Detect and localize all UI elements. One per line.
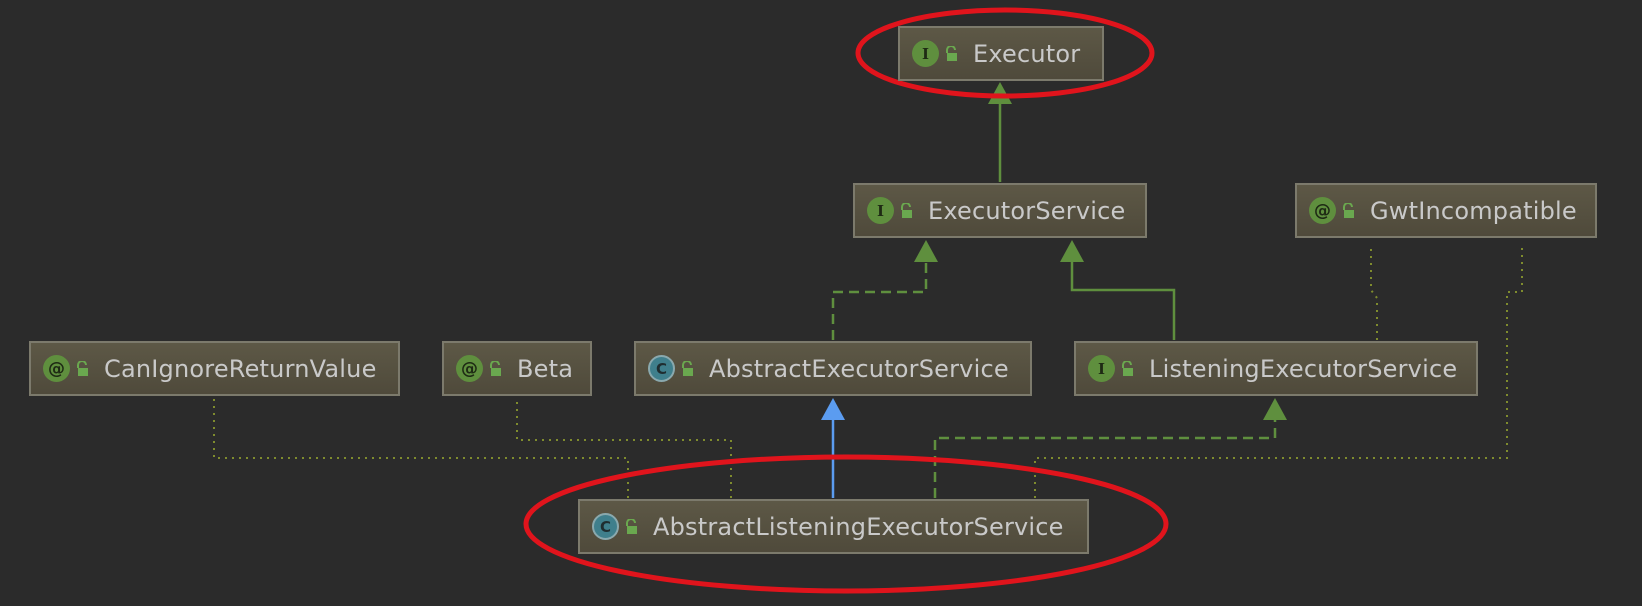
arrowhead-executorservice-right xyxy=(1060,240,1084,262)
class-node-executorservice[interactable]: I ExecutorService xyxy=(853,183,1147,238)
interface-icon: I xyxy=(1088,355,1115,382)
edge-abstractlistening-to-beta xyxy=(516,398,732,498)
class-node-gwtincompatible[interactable]: @ GwtIncompatible xyxy=(1295,183,1597,238)
open-lock-icon xyxy=(681,360,695,377)
class-node-listeningexecutorservice[interactable]: I ListeningExecutorService xyxy=(1074,341,1478,396)
class-name: Beta xyxy=(517,354,574,383)
class-node-abstractexecutorservice[interactable]: C AbstractExecutorService xyxy=(634,341,1032,396)
open-lock-icon xyxy=(900,202,914,219)
class-node-beta[interactable]: @ Beta xyxy=(442,341,592,396)
open-lock-icon xyxy=(1342,202,1356,219)
annotation-icon: @ xyxy=(456,355,483,382)
edge-listening-to-executorservice xyxy=(1070,262,1176,340)
highlight-marks xyxy=(523,7,1169,594)
class-name: ListeningExecutorService xyxy=(1149,354,1458,383)
arrowhead-listeningexecutorservice xyxy=(1263,398,1287,420)
arrowhead-abstractexecutorservice xyxy=(821,398,845,420)
arrow-heads xyxy=(821,82,1287,420)
arrowhead-executorservice-left xyxy=(914,240,938,262)
class-name: AbstractExecutorService xyxy=(709,354,1009,383)
class-name: AbstractListeningExecutorService xyxy=(653,512,1064,541)
annotation-icon: @ xyxy=(43,355,70,382)
class-icon: C xyxy=(592,513,619,540)
interface-icon: I xyxy=(912,40,939,67)
class-name: Executor xyxy=(973,39,1081,68)
edge-abstractexecutor-to-executorservice xyxy=(831,262,928,340)
highlight-executor xyxy=(855,7,1155,99)
open-lock-icon xyxy=(489,360,503,377)
open-lock-icon xyxy=(76,360,90,377)
edge-abstractlistening-to-gwtincompatible xyxy=(1034,244,1523,498)
open-lock-icon xyxy=(625,518,639,535)
arrowhead-executor xyxy=(988,82,1012,104)
class-name: GwtIncompatible xyxy=(1370,196,1577,225)
class-node-executor[interactable]: I Executor xyxy=(898,26,1104,81)
class-icon: C xyxy=(648,355,675,382)
class-name: CanIgnoreReturnValue xyxy=(104,354,377,383)
open-lock-icon xyxy=(945,45,959,62)
implements-edges xyxy=(831,262,1277,498)
class-node-canignorereturnvalue[interactable]: @ CanIgnoreReturnValue xyxy=(29,341,400,396)
class-name: ExecutorService xyxy=(928,196,1126,225)
edge-abstractlistening-to-listening xyxy=(933,420,1277,498)
highlight-abstractlisteningexecutorservice xyxy=(523,454,1169,594)
annotation-icon: @ xyxy=(1309,197,1336,224)
annotation-edges xyxy=(213,244,1523,498)
open-lock-icon xyxy=(1121,360,1135,377)
interface-icon: I xyxy=(867,197,894,224)
edge-listening-to-gwtincompatible xyxy=(1370,244,1378,340)
interface-edges xyxy=(998,104,1176,340)
class-node-abstractlisteningexecutorservice[interactable]: C AbstractListeningExecutorService xyxy=(578,499,1089,554)
edge-abstractlistening-to-canignorereturnvalue xyxy=(213,398,629,498)
